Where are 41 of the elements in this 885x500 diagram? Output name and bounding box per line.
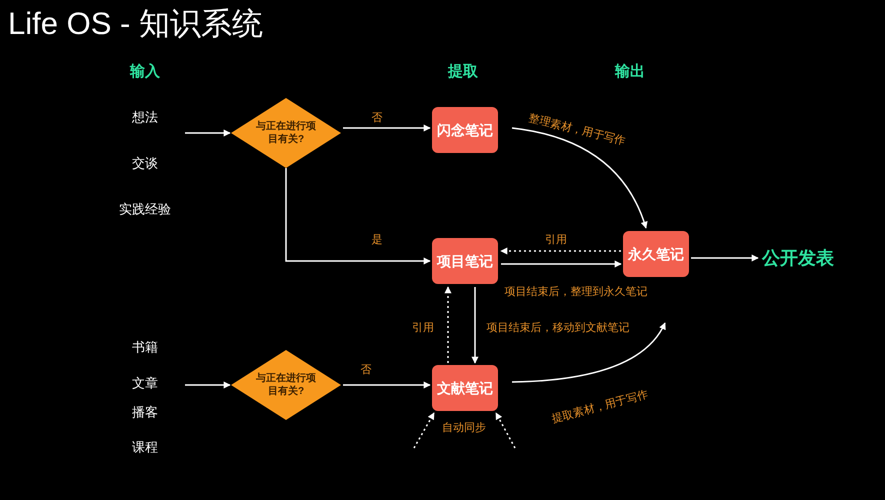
column-heading: 输入	[130, 62, 160, 82]
input-label: 课程	[132, 438, 158, 456]
arrow	[472, 287, 478, 364]
note-box: 永久笔记	[623, 231, 689, 277]
sync-label: 自动同步	[442, 420, 486, 436]
arrow	[501, 260, 622, 268]
edge-label: 否	[360, 363, 372, 377]
edge-label: 提取素材，用于写作	[549, 387, 651, 427]
note-box: 项目笔记	[432, 238, 498, 284]
arrow	[185, 382, 231, 388]
arrow	[444, 286, 452, 363]
input-label: 书籍	[132, 338, 158, 356]
decision-diamond: 与正在进行项目有关?	[231, 350, 341, 420]
input-label: 文章	[132, 374, 158, 392]
arrow	[285, 168, 431, 264]
title: Life OS - 知识系统	[8, 5, 263, 43]
note-box: 闪念笔记	[432, 107, 498, 153]
arrow	[512, 322, 666, 383]
edge-label: 项目结束后，整理到永久笔记	[504, 285, 648, 299]
input-label: 实践经验	[119, 200, 171, 218]
edge-label: 否	[370, 111, 384, 125]
edge-label: 引用	[411, 321, 435, 335]
arrow	[413, 412, 435, 448]
input-label: 播客	[132, 403, 158, 422]
column-heading: 输出	[615, 62, 645, 82]
input-label: 交谈	[132, 154, 158, 172]
arrow	[500, 248, 621, 254]
input-label: 想法	[132, 108, 158, 126]
note-box: 文献笔记	[432, 365, 498, 411]
arrow	[343, 124, 431, 132]
column-heading: 提取	[448, 62, 478, 82]
arrow	[343, 382, 431, 388]
arrow	[512, 127, 648, 229]
edge-label: 项目结束后，移动到文献笔记	[486, 321, 630, 335]
decision-diamond: 与正在进行项目有关?	[231, 98, 341, 168]
arrow	[691, 254, 759, 262]
arrow	[495, 412, 516, 448]
output-label: 公开发表	[760, 245, 836, 271]
arrow	[185, 130, 231, 136]
edge-label: 引用	[544, 233, 568, 247]
edge-label: 是	[370, 233, 384, 247]
